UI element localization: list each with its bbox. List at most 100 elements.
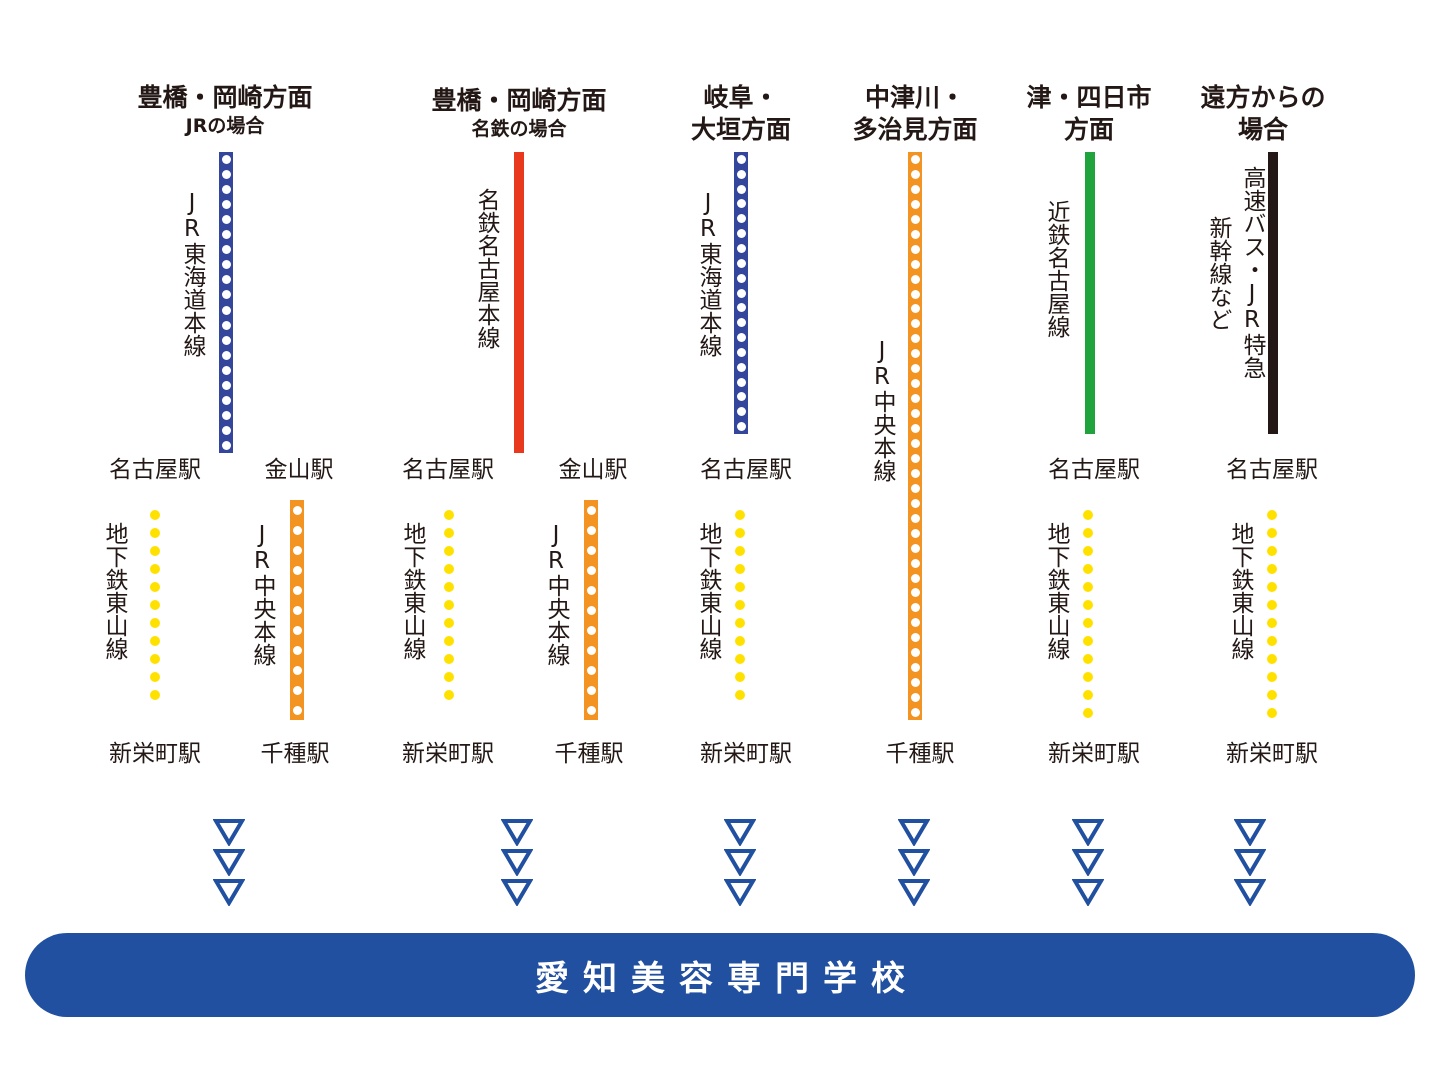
down-triangle-icon xyxy=(501,819,533,846)
heading-title: 豊橋・岡崎方面 xyxy=(137,83,313,112)
subway-dot xyxy=(1083,636,1093,646)
station-dot xyxy=(910,588,920,598)
subway-dot xyxy=(1267,708,1277,718)
station-dot xyxy=(221,335,231,345)
subway-dot xyxy=(1267,690,1277,700)
down-arrows xyxy=(1072,818,1104,908)
station-dot xyxy=(910,214,920,224)
station-dot xyxy=(586,685,596,695)
station-dot xyxy=(736,362,746,372)
heading-title: 豊橋・岡崎方面 xyxy=(431,86,607,115)
heading-line2: 大垣方面 xyxy=(690,115,792,144)
subway-higashiyama-line xyxy=(1083,506,1093,722)
heading-subtitle: JRの場合 xyxy=(185,115,265,137)
line-label: JR東海道本線 xyxy=(695,190,721,357)
station-dot xyxy=(910,558,920,568)
line-label-sub: 新幹線など xyxy=(1205,216,1231,331)
station-kanayama: 金山駅 xyxy=(558,457,628,483)
station-dot xyxy=(221,275,231,285)
station-dot xyxy=(736,199,746,209)
heading-toyohashi-jr: 豊橋・岡崎方面 JRの場合 xyxy=(137,82,312,138)
line-label: 名鉄名古屋本線 xyxy=(473,188,499,349)
station-dot xyxy=(910,334,920,344)
down-arrows xyxy=(898,818,930,908)
down-triangle-icon xyxy=(501,879,533,906)
subway-dot xyxy=(735,654,745,664)
subway-dot xyxy=(735,564,745,574)
down-triangle-icon xyxy=(1234,819,1266,846)
down-triangle-icon xyxy=(1072,849,1104,876)
station-dot xyxy=(586,505,596,515)
line-label: 地下鉄東山線 xyxy=(1043,522,1069,660)
station-dot xyxy=(910,274,920,284)
subway-dot xyxy=(1267,546,1277,556)
station-dot xyxy=(221,155,231,165)
down-triangle-icon xyxy=(1234,849,1266,876)
jr-tokaido-line xyxy=(734,152,748,434)
heading-line1: 岐阜・ xyxy=(703,83,779,112)
subway-dot xyxy=(735,618,745,628)
heading-subtitle: 名鉄の場合 xyxy=(471,118,567,140)
station-dot xyxy=(292,585,302,595)
station-dot xyxy=(910,424,920,434)
down-triangle-icon xyxy=(724,849,756,876)
station-dot xyxy=(221,185,231,195)
station-dot xyxy=(736,273,746,283)
line-label: JR中央本線 xyxy=(543,522,569,666)
subway-dot xyxy=(1267,510,1277,520)
subway-dot xyxy=(1267,636,1277,646)
line-label: 地下鉄東山線 xyxy=(101,522,127,660)
heading-line2: 多治見方面 xyxy=(852,115,978,144)
station-dot xyxy=(910,513,920,523)
subway-dot xyxy=(150,546,160,556)
destination-banner: 愛知美容専門学校 xyxy=(25,933,1415,1017)
station-dot xyxy=(221,230,231,240)
line-label: 近鉄名古屋線 xyxy=(1043,200,1069,338)
subway-dot xyxy=(444,564,454,574)
down-arrows xyxy=(1234,818,1266,908)
station-nagoya: 名古屋駅 xyxy=(1226,457,1318,483)
station-dot xyxy=(910,483,920,493)
station-dot xyxy=(292,665,302,675)
down-triangle-icon xyxy=(724,819,756,846)
heading-tsu-yokkaichi: 津・四日市 方面 xyxy=(1026,82,1151,146)
line-label: 地下鉄東山線 xyxy=(695,522,721,660)
heading-line2: 方面 xyxy=(1063,115,1115,144)
station-dot xyxy=(292,505,302,515)
station-shinsakaemachi: 新栄町駅 xyxy=(1226,741,1318,767)
station-dot xyxy=(736,333,746,343)
subway-dot xyxy=(444,654,454,664)
station-dot xyxy=(736,214,746,224)
down-triangle-icon xyxy=(898,819,930,846)
station-dot xyxy=(292,605,302,615)
station-kanayama: 金山駅 xyxy=(264,457,334,483)
meitetsu-line xyxy=(514,152,524,453)
station-dot xyxy=(910,364,920,374)
station-dot xyxy=(736,377,746,387)
subway-dot xyxy=(735,690,745,700)
station-dot xyxy=(910,498,920,508)
station-shinsakaemachi: 新栄町駅 xyxy=(402,741,494,767)
line-label: 地下鉄東山線 xyxy=(399,522,425,660)
station-dot xyxy=(221,425,231,435)
station-chikusa: 千種駅 xyxy=(885,741,955,767)
heading-line1: 中津川・ xyxy=(864,83,966,112)
station-dot xyxy=(221,440,231,450)
subway-dot xyxy=(1083,582,1093,592)
station-dot xyxy=(736,303,746,313)
subway-dot xyxy=(444,690,454,700)
station-dot xyxy=(910,663,920,673)
station-dot xyxy=(586,605,596,615)
station-dot xyxy=(221,365,231,375)
station-dot xyxy=(910,199,920,209)
station-dot xyxy=(292,625,302,635)
subway-dot xyxy=(1267,528,1277,538)
subway-dot xyxy=(1083,528,1093,538)
subway-dot xyxy=(150,690,160,700)
subway-higashiyama-line xyxy=(150,506,160,704)
line-label: 地下鉄東山線 xyxy=(1227,522,1253,660)
express-line xyxy=(1268,152,1278,434)
line-label: 高速バス・JR特急 xyxy=(1239,166,1265,379)
station-dot xyxy=(910,648,920,658)
destination-name: 愛知美容専門学校 xyxy=(535,958,919,999)
